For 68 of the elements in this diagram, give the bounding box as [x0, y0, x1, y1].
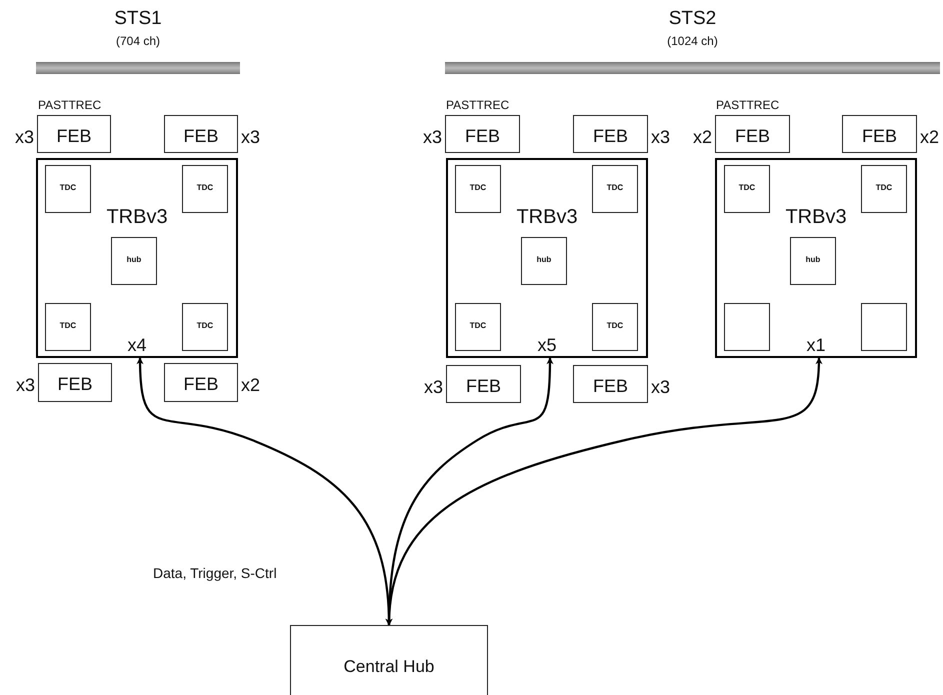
board-label: FEB: [464, 377, 502, 395]
channel-count: (704 ch): [114, 35, 162, 47]
detector-name: STS2: [668, 9, 718, 28]
chip-box: [45, 165, 91, 213]
chip-label: TDC: [196, 322, 214, 330]
multiplicity-label: x4: [126, 336, 148, 354]
chip-box: [521, 237, 567, 285]
multiplicity-label: x3: [651, 378, 670, 396]
board-label: FEB: [55, 127, 92, 145]
hub-box: [290, 625, 488, 695]
chip-box: [724, 165, 770, 213]
chip-box: [724, 303, 770, 351]
board-box: [715, 158, 917, 358]
chip-box: [111, 237, 157, 285]
chip-label: TDC: [468, 322, 488, 330]
chip-type-label: PASTTREC: [38, 99, 102, 111]
board-box: [36, 158, 238, 358]
multiplicity-label: x3: [16, 376, 35, 394]
board-label: FEB: [182, 127, 220, 145]
hub-label: Central Hub: [342, 658, 436, 675]
chip-box: [455, 303, 501, 351]
chip-box: [861, 303, 907, 351]
detector-name: STS1: [113, 9, 163, 28]
chip-box: [592, 303, 638, 351]
chip-label: TDC: [874, 184, 894, 192]
multiplicity-label: x1: [805, 336, 826, 354]
chip-box: [790, 237, 836, 285]
multiplicity-label: x3: [241, 128, 260, 146]
board-label: FEB: [182, 375, 220, 393]
chip-box: [592, 165, 638, 213]
board-box: [446, 158, 648, 358]
board-label: FEB: [734, 127, 771, 145]
multiplicity-label: x2: [241, 376, 260, 394]
chip-label: TDC: [58, 184, 78, 192]
chip-label: hub: [536, 256, 552, 264]
chip-box: [182, 303, 228, 351]
multiplicity-label: x2: [920, 128, 940, 146]
multiplicity-label: x3: [14, 128, 34, 146]
chip-type-label: PASTTREC: [716, 99, 780, 111]
chip-box: [182, 165, 228, 213]
board-name: TRBv3: [105, 207, 169, 227]
board-name: TRBv3: [784, 207, 848, 227]
board-label: FEB: [592, 377, 629, 395]
multiplicity-label: x3: [651, 128, 670, 146]
board-label: FEB: [592, 127, 629, 145]
multiplicity-label: x3: [424, 378, 443, 396]
chip-box: [45, 303, 91, 351]
chip-box: [861, 165, 907, 213]
chip-label: hub: [804, 256, 822, 264]
board-label: FEB: [464, 127, 501, 145]
arrow: [386, 357, 822, 626]
multiplicity-label: x3: [422, 128, 442, 146]
chip-label: TDC: [606, 322, 624, 330]
chip-label: TDC: [196, 184, 214, 192]
board-label: FEB: [56, 375, 94, 393]
board-label: FEB: [860, 127, 898, 145]
multiplicity-label: x2: [692, 128, 712, 146]
channel-count: (1024 ch): [666, 35, 719, 47]
board-name: TRBv3: [515, 207, 579, 227]
chip-label: TDC: [468, 184, 488, 192]
multiplicity-label: x5: [536, 336, 558, 354]
signal-label: Data, Trigger, S-Ctrl: [153, 566, 277, 580]
chip-label: hub: [126, 256, 142, 264]
chip-type-label: PASTTREC: [446, 99, 510, 111]
chip-label: TDC: [606, 184, 624, 192]
chip-label: TDC: [58, 322, 78, 330]
chip-label: TDC: [738, 184, 756, 192]
chip-box: [455, 165, 501, 213]
